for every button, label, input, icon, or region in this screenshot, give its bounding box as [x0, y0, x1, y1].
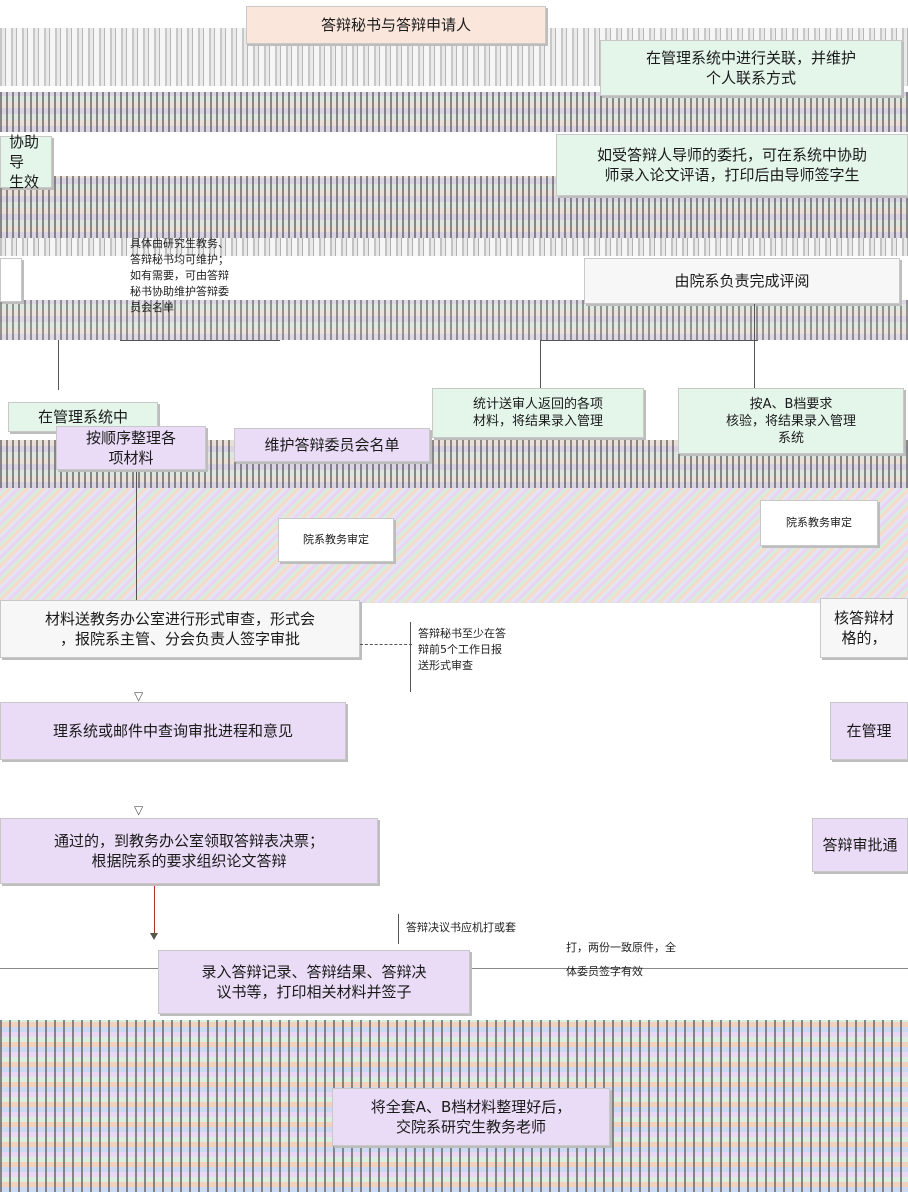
arrow-down-2: ▽: [134, 803, 144, 817]
node-left-stub: [0, 258, 22, 302]
node-send-office: 材料送教务办公室进行形式审查，形式会 ，报院系主管、分会负责人签字审批: [0, 600, 360, 658]
arrow-down-1: ▽: [134, 689, 144, 703]
node-approval-right: 答辩审批通: [812, 818, 908, 872]
node-submit-materials: 将全套A、B档材料整理好后， 交院系研究生教务老师: [332, 1088, 610, 1146]
node-review-by-dept: 由院系负责完成评阅: [584, 258, 900, 304]
note-sign: 体委员签字有效: [566, 965, 643, 978]
connector-h-2: [540, 340, 758, 341]
note-print: 答辩决议书应机打或套: [406, 921, 516, 934]
artifact-band-1: [0, 92, 908, 132]
node-approved-go: 通过的，到教务办公室领取答辩表决票； 根据院系的要求组织论文答辩: [0, 818, 378, 884]
node-record-results: 录入答辩记录、答辩结果、答辩决 议书等，打印相关材料并签子: [158, 950, 470, 1014]
node-query-progress: 理系统或邮件中查询审批进程和意见: [0, 702, 346, 760]
artifact-band-4: [0, 300, 908, 340]
note-secretary: 具体由研究生教务、 答辩秘书均可维护； 如有需要，可由答辩 秘书协助维护答辩委 …: [130, 237, 229, 314]
node-dept-review-2: 院系教务审定: [760, 500, 878, 546]
note-deadline: 答辩秘书至少在答 辩前5个工作日报 送形式审查: [418, 627, 506, 672]
node-dept-review-1: 院系教务审定: [278, 518, 394, 562]
node-assist-advisor-left: 协助导 生效: [0, 133, 52, 191]
connector-v-2: [540, 340, 541, 388]
connector-dash-1: [360, 644, 412, 645]
node-organize-materials: 按顺序整理各 项材料: [56, 426, 206, 470]
note-bracket: [410, 622, 411, 692]
node-ab-requirements: 按A、B档要求 核验，将结果录入管理 系统: [678, 388, 904, 454]
node-assist-advisor-right: 如受答辩人导师的委托，可在系统中协助 师录入论文评语，打印后由导师签字生: [556, 134, 908, 196]
artifact-band-6: [0, 488, 908, 603]
node-maintain-committee: 维护答辩委员会名单: [234, 428, 430, 462]
node-top-title: 答辩秘书与答辩申请人: [246, 6, 546, 44]
connector-h-1: [120, 340, 280, 341]
node-return-reviews: 统计送审人返回的各项 材料，将结果录入管理: [432, 388, 644, 438]
connector-v-3: [754, 304, 755, 388]
connector-v-4: [136, 472, 137, 602]
node-in-mgmt-right: 在管理: [830, 702, 908, 760]
arrow-down-3: [150, 886, 158, 940]
artifact-band-3: [0, 238, 908, 256]
connector-v-1: [58, 340, 59, 390]
node-maintain-contact: 在管理系统中进行关联，并维护 个人联系方式: [600, 40, 902, 96]
note-print-2: 打，两份一致原件，全: [566, 941, 676, 954]
note-bracket-2: [398, 914, 399, 944]
node-check-docs-right: 核答辩材 格的，: [820, 598, 908, 658]
